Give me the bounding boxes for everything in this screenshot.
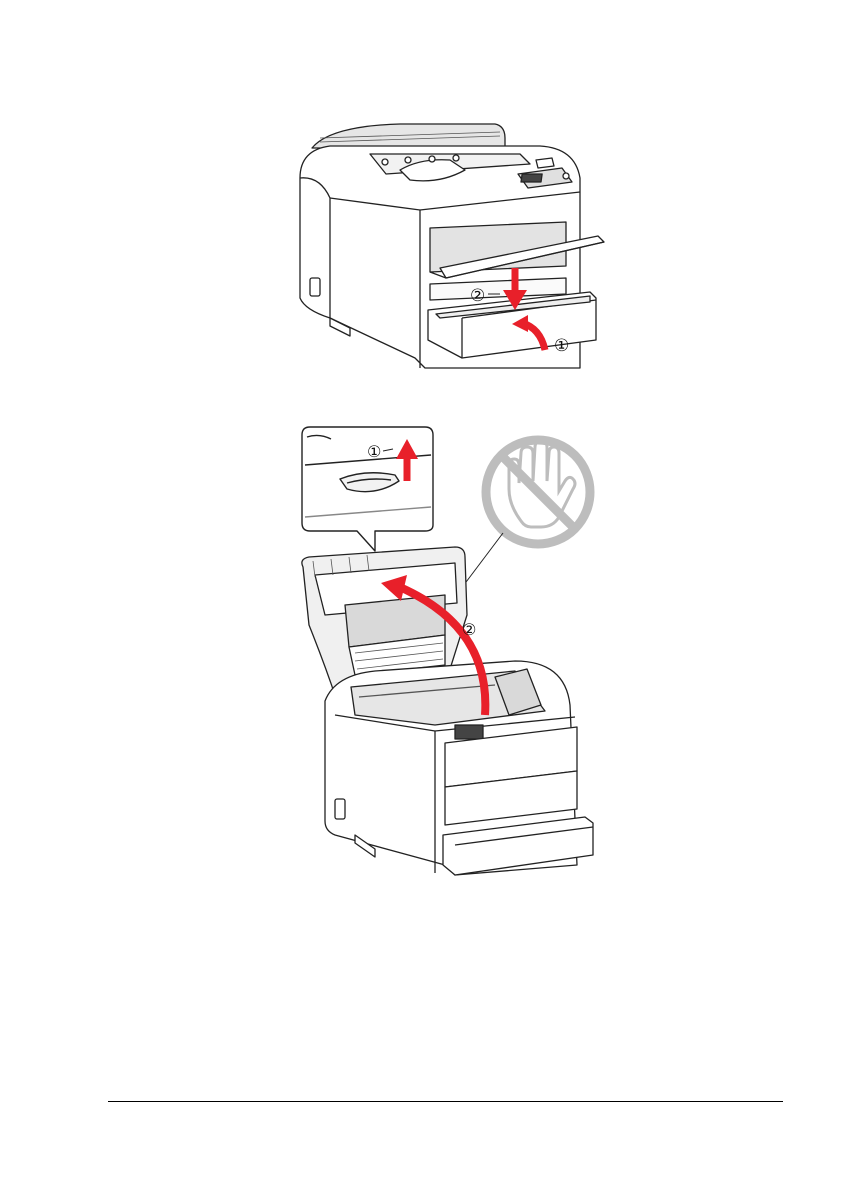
callout-1: ① <box>554 336 569 356</box>
main-callout-2: ② <box>462 620 476 639</box>
callout-2: ② <box>470 286 485 306</box>
inset-callout-1: ① <box>367 442 381 461</box>
printer-open-cover-illustration: ① ② <box>295 425 600 885</box>
printer-tray-illustration: ② ① <box>290 118 610 380</box>
footer-rule <box>108 1101 783 1102</box>
no-touch-warning-icon <box>486 440 590 544</box>
